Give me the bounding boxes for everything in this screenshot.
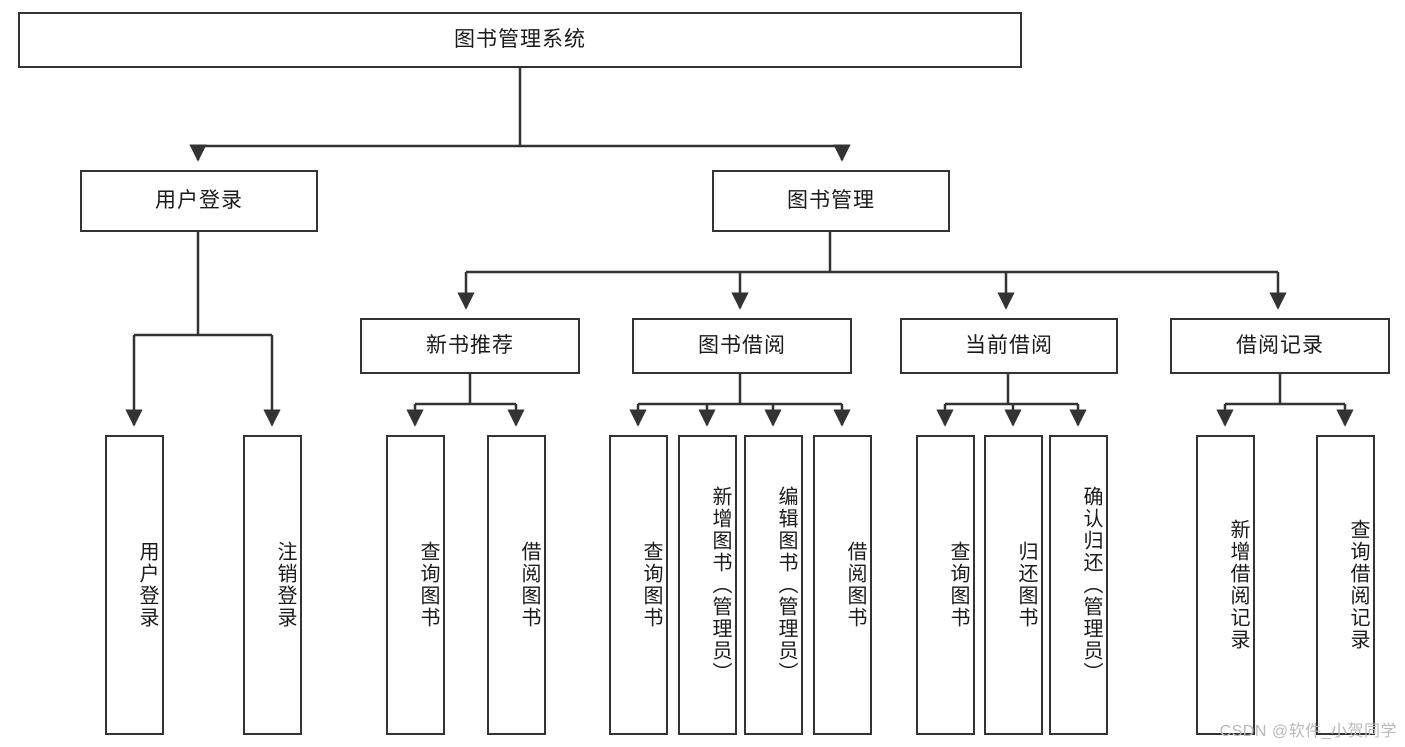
node-label: 借阅记录 [1236, 334, 1324, 358]
leaf-newbook-borrow-book[interactable]: 借阅图书 [487, 435, 546, 735]
node-label: 注销登录 [274, 541, 296, 629]
leaf-record-add-record[interactable]: 新增借阅记录 [1196, 435, 1255, 735]
node-book-borrow[interactable]: 图书借阅 [632, 318, 852, 374]
leaf-borrow-edit-book-admin[interactable]: 编辑图书（管理员） [744, 435, 803, 735]
watermark: CSDN @软件_小贺同学 [1219, 723, 1397, 740]
node-new-book-recommend[interactable]: 新书推荐 [360, 318, 580, 374]
node-label: 图书管理系统 [454, 28, 586, 52]
node-root-system[interactable]: 图书管理系统 [18, 12, 1022, 68]
node-label: 新书推荐 [426, 334, 514, 358]
node-label: 编辑图书（管理员） [775, 486, 797, 684]
leaf-borrow-borrow-book[interactable]: 借阅图书 [813, 435, 872, 735]
node-label: 查询图书 [640, 541, 662, 629]
node-label: 新增图书（管理员） [709, 486, 731, 684]
node-user-login[interactable]: 用户登录 [80, 170, 318, 232]
node-label: 用户登录 [155, 189, 243, 213]
node-label: 用户登录 [136, 541, 158, 629]
node-borrow-record[interactable]: 借阅记录 [1170, 318, 1390, 374]
node-label: 确认归还（管理员） [1080, 486, 1102, 684]
node-label: 图书管理 [787, 189, 875, 213]
node-label: 借阅图书 [844, 541, 866, 629]
leaf-borrow-add-book-admin[interactable]: 新增图书（管理员） [678, 435, 737, 735]
leaf-current-query-book[interactable]: 查询图书 [916, 435, 975, 735]
node-label: 当前借阅 [965, 334, 1053, 358]
leaf-user-login[interactable]: 用户登录 [105, 435, 164, 735]
node-current-borrow[interactable]: 当前借阅 [900, 318, 1118, 374]
leaf-user-logout[interactable]: 注销登录 [243, 435, 302, 735]
leaf-newbook-query-book[interactable]: 查询图书 [386, 435, 445, 735]
node-label: 查询图书 [417, 541, 439, 629]
leaf-current-confirm-return-admin[interactable]: 确认归还（管理员） [1049, 435, 1108, 735]
node-label: 查询图书 [947, 541, 969, 629]
node-book-management[interactable]: 图书管理 [712, 170, 950, 232]
node-label: 图书借阅 [698, 334, 786, 358]
leaf-borrow-query-book[interactable]: 查询图书 [609, 435, 668, 735]
leaf-record-query-record[interactable]: 查询借阅记录 [1316, 435, 1375, 735]
node-label: 归还图书 [1015, 541, 1037, 629]
node-label: 查询借阅记录 [1347, 519, 1369, 651]
node-label: 借阅图书 [518, 541, 540, 629]
leaf-current-return-book[interactable]: 归还图书 [984, 435, 1043, 735]
node-label: 新增借阅记录 [1227, 519, 1249, 651]
